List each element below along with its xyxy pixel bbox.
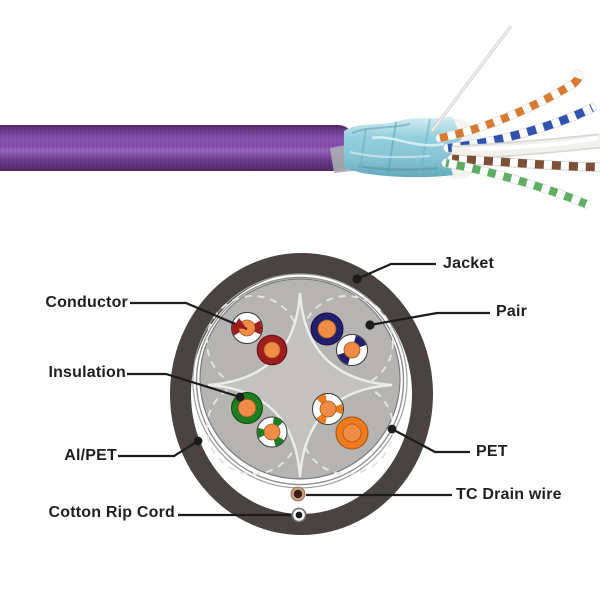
label-insulation: Insulation (48, 364, 126, 381)
wire-blue-solid (310, 312, 344, 346)
label-conductor: Conductor (45, 294, 128, 311)
wire-orange-solid (335, 416, 369, 450)
rip-cord-string (430, 25, 513, 132)
cotton-rip-cord-dot (291, 507, 307, 523)
label-jacket: Jacket (443, 255, 495, 272)
wire-red-solid (256, 334, 288, 366)
wire-blue-striped (336, 334, 368, 366)
label-pet: PET (476, 443, 508, 460)
tc-drain-wire-dot (290, 486, 306, 502)
label-tc-drain-wire: TC Drain wire (456, 486, 562, 503)
label-cotton-rip-cord: Cotton Rip Cord (48, 504, 175, 521)
leader-jacket (352, 262, 436, 284)
leader-lines (118, 262, 490, 517)
cross-section-diagram (118, 253, 490, 535)
label-al-pet: Al/PET (64, 447, 117, 464)
center-spline-strip (451, 133, 600, 161)
foil-shield (344, 116, 462, 178)
twisted-pair-orange (435, 69, 583, 143)
wire-orange-striped (312, 393, 344, 425)
leader-conductor (130, 301, 248, 331)
wire-green-striped (256, 416, 288, 448)
twisted-pair-brown (447, 154, 600, 172)
purple-cable-jacket (0, 125, 354, 171)
leader-pair (365, 311, 490, 330)
leader-pet (387, 424, 470, 454)
leader-al-pet (118, 436, 203, 458)
leader-insulation (127, 372, 245, 402)
cable-photo (0, 25, 600, 209)
twisted-pair-green (441, 158, 591, 209)
label-pair: Pair (496, 303, 528, 320)
cross-spline (207, 292, 393, 478)
